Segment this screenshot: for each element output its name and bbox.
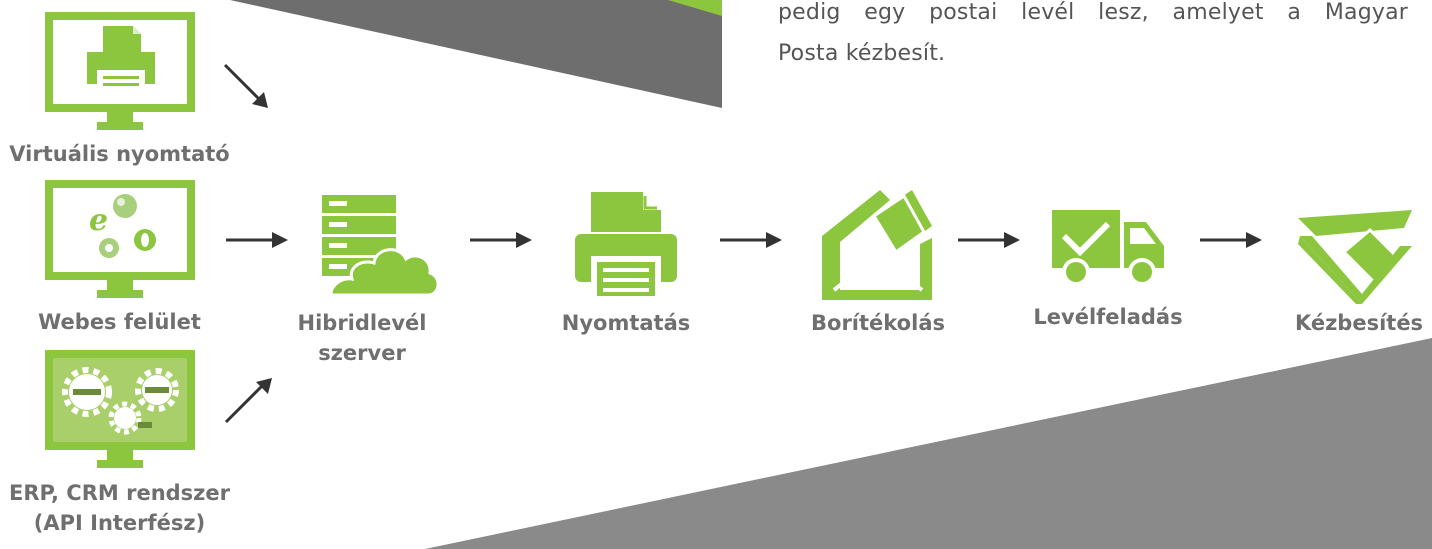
web-browser-monitor-icon: e <box>45 180 195 298</box>
input-label-web: Webes felület <box>38 310 201 334</box>
step-label-server-line1: Hibridlevél <box>297 311 427 335</box>
arrow-right-icon <box>470 232 532 248</box>
open-envelope-icon <box>1298 210 1412 304</box>
envelope-icon <box>822 190 932 300</box>
step-label-printing: Nyomtatás <box>561 311 691 335</box>
step-label-posting: Levélfeladás <box>1033 305 1183 329</box>
input-label-erp-line1: ERP, CRM rendszer <box>8 481 231 505</box>
printer-icon <box>575 192 677 298</box>
top-grey-band <box>230 0 722 108</box>
arrow-up-right-icon <box>224 378 272 424</box>
delivery-van-icon <box>1052 210 1164 286</box>
input-label-virtual-printer: Virtuális nyomtató <box>9 142 230 166</box>
intro-paragraph: pedig egy postai levél lesz, amelyet a M… <box>778 0 1408 74</box>
step-label-server: Hibridlevél szerver <box>282 308 442 368</box>
arrow-right-icon <box>226 232 288 248</box>
virtual-printer-monitor-icon <box>45 12 195 130</box>
top-green-corner <box>668 0 722 16</box>
server-cloud-icon <box>322 195 440 297</box>
erp-gears-monitor-icon <box>45 350 195 468</box>
input-label-erp-line2: (API Interfész) <box>33 511 206 535</box>
intro-line-2: Posta kézbesít. <box>778 41 946 66</box>
step-label-delivery: Kézbesítés <box>1294 311 1424 335</box>
step-label-enveloping: Borítékolás <box>811 311 945 335</box>
arrow-down-right-icon <box>223 63 268 108</box>
input-label-erp: ERP, CRM rendszer (API Interfész) <box>2 478 237 538</box>
bottom-grey-band <box>425 338 1432 549</box>
arrow-right-icon <box>958 232 1020 248</box>
arrow-right-icon <box>1200 232 1262 248</box>
intro-line-1: pedig egy postai levél lesz, amelyet a M… <box>778 0 1408 25</box>
svg-text:e: e <box>89 203 108 238</box>
arrow-right-icon <box>720 232 782 248</box>
step-label-server-line2: szerver <box>318 341 406 365</box>
